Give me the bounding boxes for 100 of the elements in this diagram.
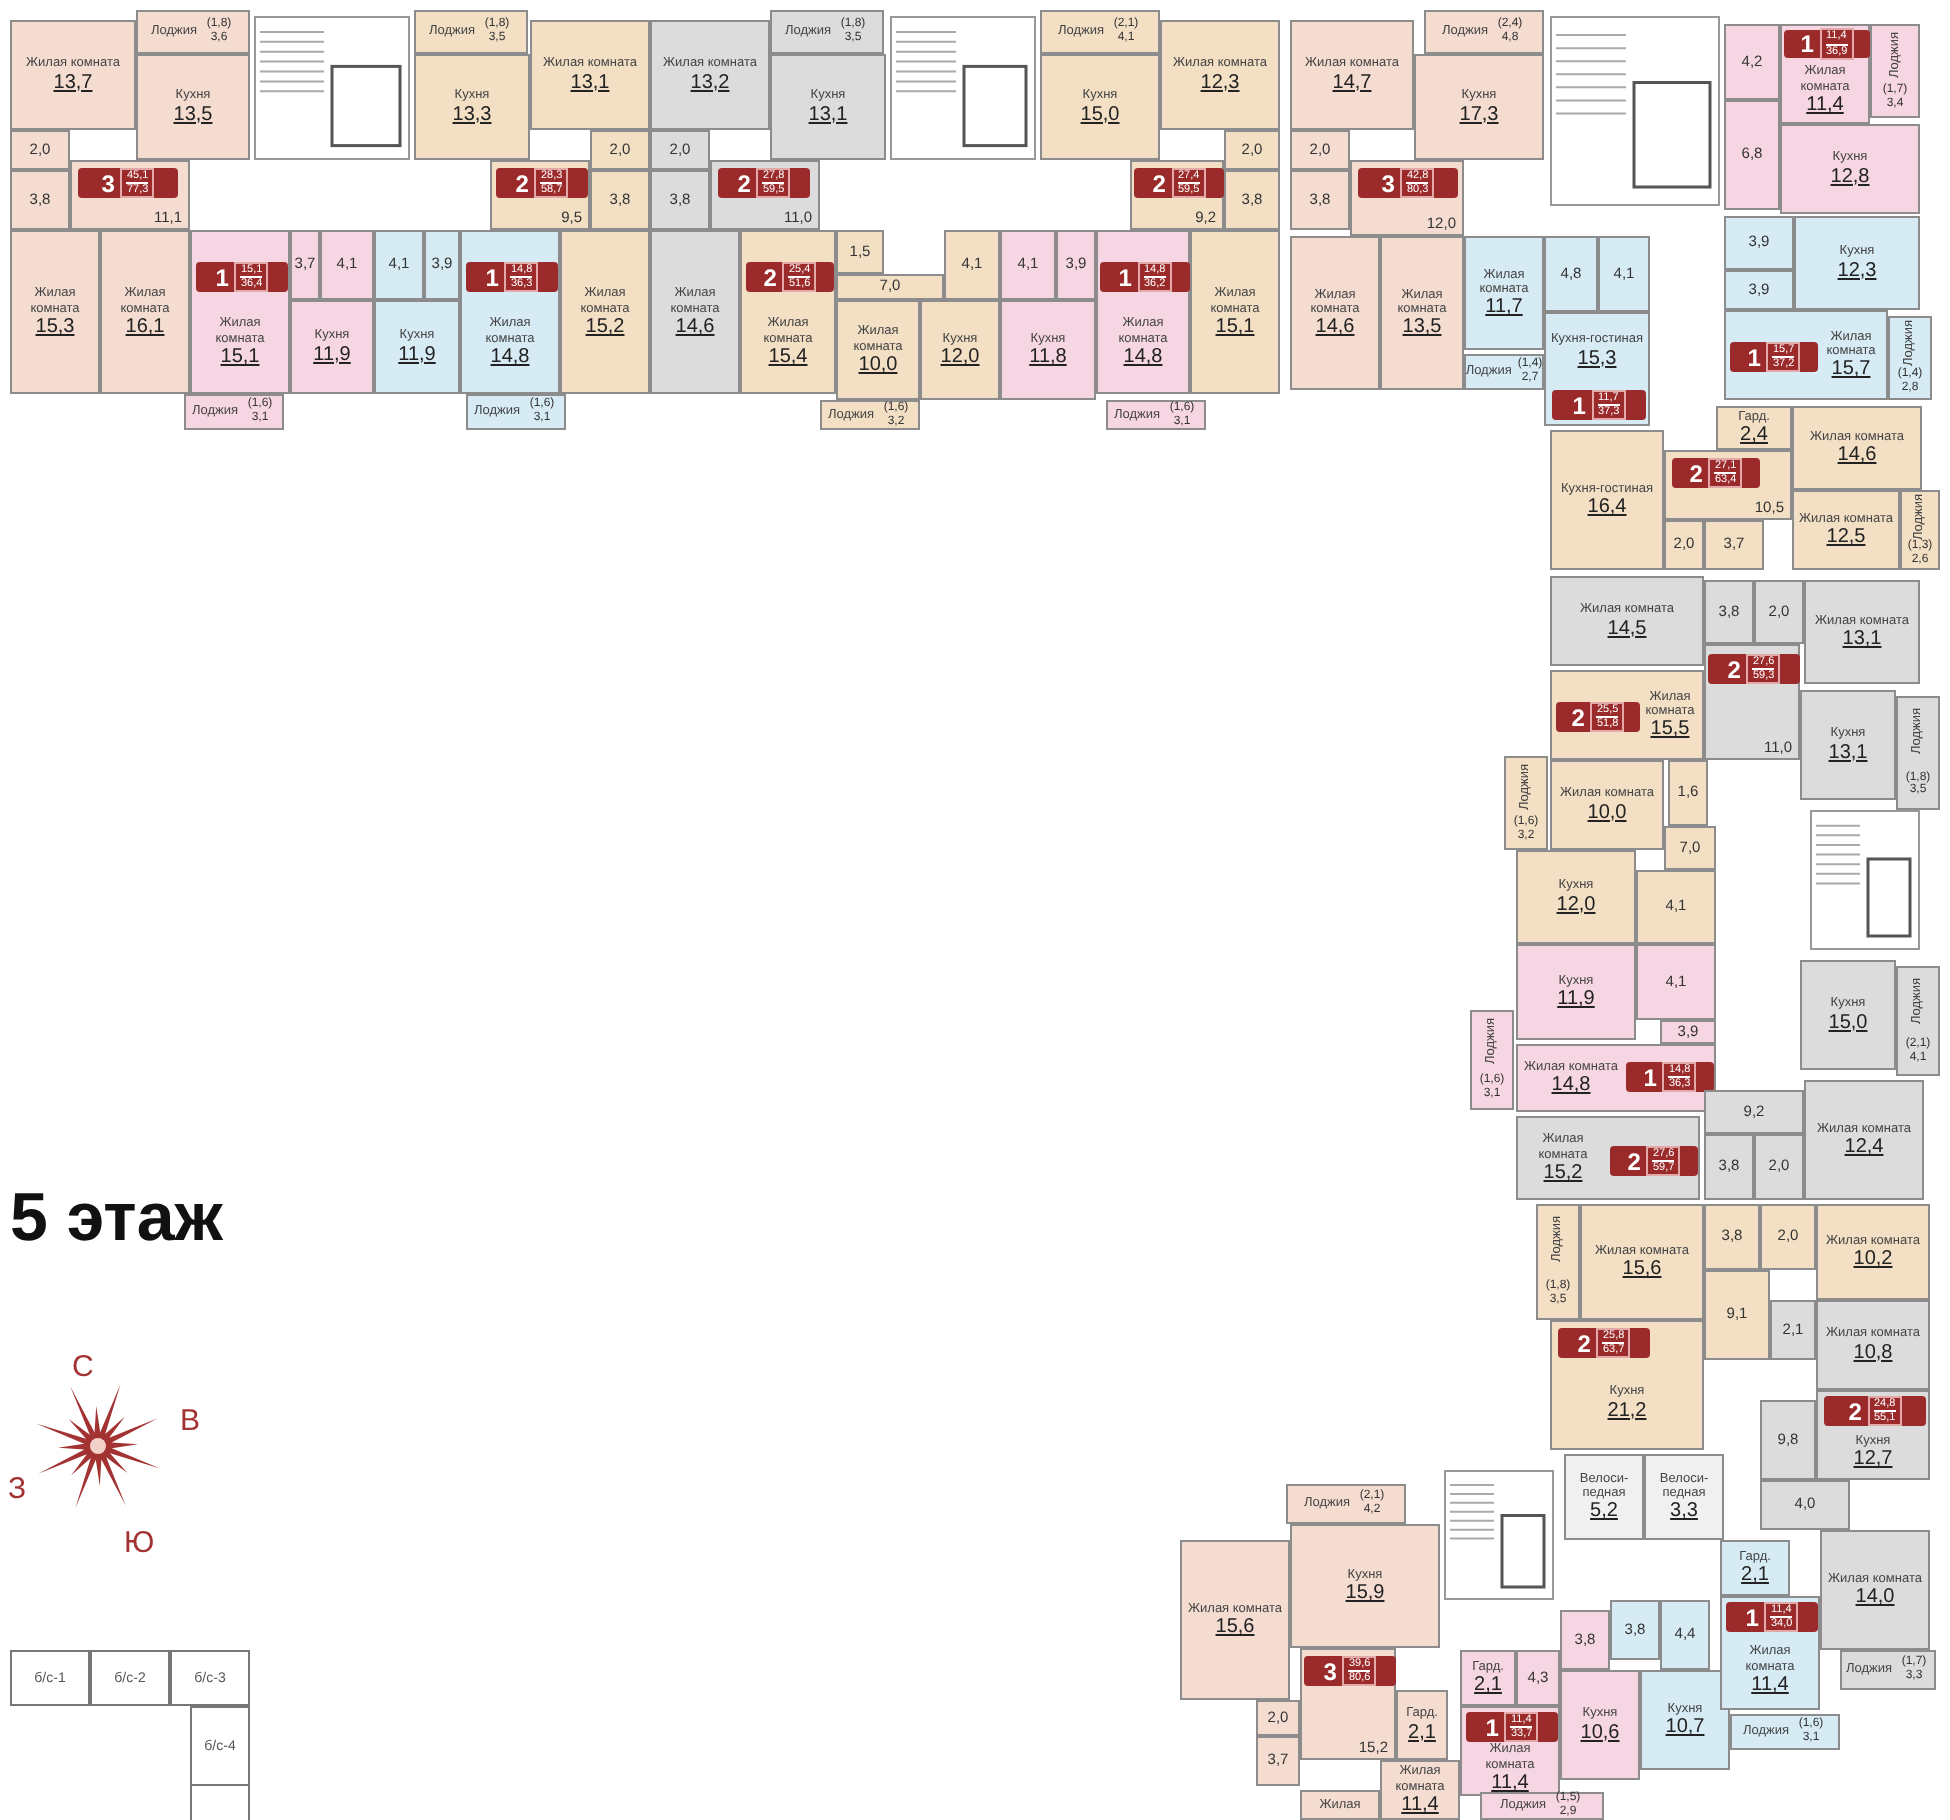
room-count: 3 xyxy=(101,171,115,195)
area-value: 14,0 xyxy=(1855,1586,1895,1609)
room xyxy=(1516,1650,1560,1706)
room xyxy=(1550,576,1704,666)
room xyxy=(770,54,886,160)
area-value: 13,1 xyxy=(570,71,610,94)
room xyxy=(374,230,424,300)
area-value: 12,7 xyxy=(1853,1448,1893,1471)
area-value: 15,2 xyxy=(585,315,625,338)
room xyxy=(1256,1736,1300,1786)
area-value: 10,2 xyxy=(1853,1248,1893,1271)
room xyxy=(1794,216,1920,310)
room xyxy=(1256,1700,1300,1736)
room xyxy=(836,274,944,300)
room xyxy=(1724,270,1794,310)
room xyxy=(1816,1390,1930,1480)
section-box xyxy=(170,1650,250,1706)
area-value: 11,4 xyxy=(1491,1771,1529,1794)
room xyxy=(1560,1670,1640,1780)
room xyxy=(1560,1610,1610,1670)
room xyxy=(1290,236,1380,390)
room xyxy=(414,54,530,160)
area-value: 15,6 xyxy=(1622,1258,1662,1281)
room xyxy=(1564,1454,1644,1540)
area-value: 2,1 xyxy=(1474,1674,1502,1697)
loggia-room xyxy=(1536,1204,1580,1320)
loggia-room xyxy=(466,394,566,430)
room xyxy=(1720,1596,1820,1710)
room xyxy=(190,230,290,394)
room xyxy=(136,54,250,160)
room xyxy=(1550,760,1664,850)
room xyxy=(1224,170,1280,230)
room xyxy=(100,230,190,394)
area-value: 15,5 xyxy=(1650,718,1690,741)
loggia-room xyxy=(1900,490,1940,570)
loggia-room xyxy=(1896,966,1940,1076)
area-value: 10,6 xyxy=(1580,1721,1620,1744)
apartment-badge xyxy=(1824,1396,1926,1426)
area-value: 21,2 xyxy=(1607,1399,1647,1422)
area-value: 15,9 xyxy=(1345,1582,1385,1605)
room xyxy=(290,300,374,394)
room xyxy=(1290,1524,1440,1648)
area-value: 17,3 xyxy=(1459,103,1499,126)
apartment-badge xyxy=(466,262,558,292)
area-value: 12,8 xyxy=(1830,165,1870,188)
room xyxy=(1800,690,1896,800)
room xyxy=(1290,170,1350,230)
room xyxy=(1516,1116,1700,1200)
room xyxy=(1704,1270,1770,1360)
apartment-badge xyxy=(496,168,588,198)
compass-direction-label: Ю xyxy=(124,1528,155,1558)
area-value: 3,3 xyxy=(1670,1500,1698,1523)
loggia-room xyxy=(1040,10,1160,54)
room xyxy=(1704,1134,1754,1200)
area-value: 14,6 xyxy=(1837,444,1877,467)
compass-direction-label: В xyxy=(180,1406,201,1436)
area-value: 12,0 xyxy=(940,346,980,369)
room-count: 1 xyxy=(1745,1605,1759,1629)
room xyxy=(836,230,884,274)
area-value: 15,4 xyxy=(768,345,808,368)
area-value: 15,2 xyxy=(1543,1161,1583,1184)
area-value: 11,4 xyxy=(1751,1673,1789,1696)
area-value: 15,1 xyxy=(1215,315,1255,338)
room xyxy=(1780,24,1870,124)
room xyxy=(590,130,650,170)
room xyxy=(920,300,1000,400)
floor-title: 5 этаж xyxy=(10,1180,223,1258)
room xyxy=(1664,450,1792,520)
room xyxy=(1464,236,1544,350)
apartment-badge xyxy=(1672,458,1760,488)
loggia-room xyxy=(1504,756,1548,850)
area-value: 13,7 xyxy=(53,71,93,94)
area-value: 14,6 xyxy=(675,315,715,338)
room xyxy=(1804,1080,1924,1200)
area-value: 13,5 xyxy=(1402,316,1442,339)
area-value: 12,5 xyxy=(1826,526,1866,549)
room xyxy=(10,230,100,394)
room xyxy=(1704,644,1800,760)
loggia-room xyxy=(1106,400,1206,430)
area-value: 12,3 xyxy=(1200,71,1240,94)
area-value: 15,6 xyxy=(1215,1616,1255,1639)
room-count: 2 xyxy=(737,171,751,195)
room xyxy=(374,300,460,394)
room xyxy=(424,230,460,300)
room xyxy=(1380,1760,1460,1820)
room xyxy=(1190,230,1280,394)
loggia-room xyxy=(184,394,284,430)
apartment-badge xyxy=(1134,168,1224,198)
section-box xyxy=(10,1650,90,1706)
area-value: 12,0 xyxy=(1556,893,1596,916)
area-value: 13,1 xyxy=(1828,741,1868,764)
area-value: 15,1 xyxy=(220,345,260,368)
apartment-badge xyxy=(718,168,810,198)
room xyxy=(1000,230,1056,300)
room xyxy=(836,300,920,400)
room-count: 2 xyxy=(1571,705,1585,729)
area-value: 10,7 xyxy=(1665,1716,1705,1739)
room xyxy=(650,20,770,130)
section-box xyxy=(90,1650,170,1706)
room xyxy=(1380,236,1464,390)
